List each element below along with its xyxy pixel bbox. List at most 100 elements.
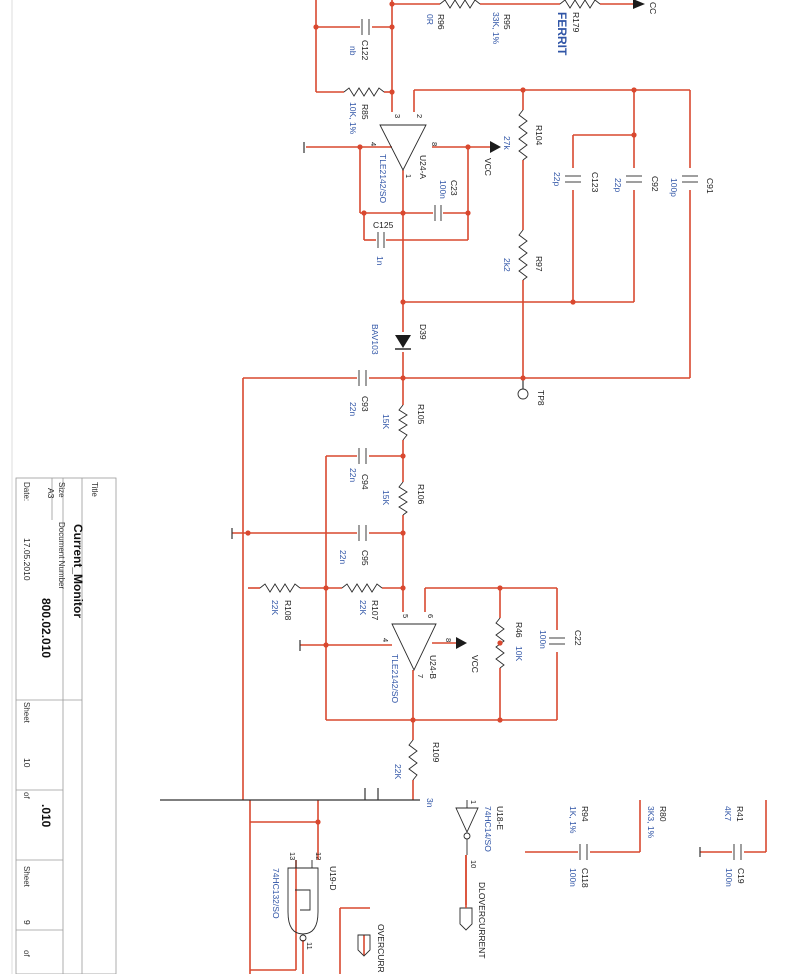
u18e-ref: U18-E: [495, 806, 505, 830]
size-label: Size: [57, 482, 66, 498]
c95-ref: C95: [360, 550, 370, 566]
c118-ref: C118: [580, 868, 590, 888]
capacitor-c22: [549, 637, 565, 645]
resistor-r179: [559, 0, 601, 9]
resistor-r85: [343, 87, 385, 97]
resistor-r108: [259, 583, 301, 593]
r95-ref: R95: [502, 14, 512, 30]
net-vcc-top: CC: [648, 2, 658, 14]
r97-value: 2k2: [502, 258, 512, 272]
vcc-arrow-u24b: [456, 637, 467, 649]
vcc-arrow-top: [633, 0, 645, 9]
date-label: Date:: [22, 482, 31, 501]
r104-value: 27k: [502, 136, 512, 150]
c93-value: 22n: [348, 402, 358, 416]
u24a-pin2: 2: [415, 114, 424, 118]
r106-value: 15K: [381, 490, 391, 505]
sheet-value-2: 9: [22, 920, 32, 925]
u19d-pin11: 11: [305, 942, 314, 950]
sheet-label: Sheet: [22, 702, 31, 724]
sheet-label-2: Sheet: [22, 866, 31, 888]
r105-ref: R105: [416, 404, 426, 425]
net-fragment: 3n: [425, 798, 435, 808]
c123-ref: C123: [590, 172, 600, 193]
u24a-ref: U24-A: [418, 155, 428, 179]
c22-ref: C22: [573, 630, 583, 646]
c93-ref: C93: [360, 396, 370, 412]
c92-value: 22p: [613, 178, 623, 192]
testpoint-tp8: [517, 388, 529, 400]
sheet-value: 10: [22, 758, 32, 768]
u24a-pin1: 1: [404, 174, 413, 178]
r85-value: 10K, 1%: [348, 102, 358, 135]
revision-value: .010: [39, 804, 53, 828]
tp8-ref: TP8: [536, 390, 546, 406]
u24a-pin4: 4: [369, 142, 378, 146]
r107-ref: R107: [370, 600, 380, 621]
c122-value: nb: [348, 46, 358, 56]
r80-ref: R80: [658, 806, 668, 822]
u18e-value: 74HC14/SO: [483, 806, 493, 852]
u18e-pin1: 1: [469, 800, 478, 804]
r85-ref: R85: [360, 104, 370, 120]
r106-ref: R106: [416, 484, 426, 505]
u24b-pin4: 4: [381, 638, 390, 642]
r179-ref: R179: [571, 12, 581, 33]
u24b-pin7: 7: [416, 674, 425, 678]
c94-value: 22n: [348, 468, 358, 482]
c91-ref: C91: [705, 178, 715, 194]
capacitor-c91: [682, 175, 698, 183]
capacitor-c93: [358, 370, 367, 386]
r41-value: 4K7: [723, 806, 733, 821]
d39-value: BAV103: [370, 324, 380, 355]
u24a-value: TLE2142/SO: [378, 154, 388, 204]
u24b-pin8: 8: [444, 638, 453, 642]
date-value: 17.05.2010: [22, 538, 32, 581]
u24b-pin5: 5: [401, 614, 410, 618]
inverter-u18e: [455, 800, 479, 855]
junctions: [245, 1, 637, 825]
c122-ref: C122: [360, 40, 370, 61]
u24a-pin3: 3: [393, 114, 402, 118]
of-label: of: [22, 792, 31, 799]
net-vcc-2: VCC: [470, 655, 480, 673]
r46-value: 10K: [514, 646, 524, 661]
u19d-pin13: 13: [288, 852, 297, 860]
c94-ref: C94: [360, 474, 370, 490]
doc-number-value: 800.02.010: [39, 598, 53, 658]
r108-ref: R108: [283, 600, 293, 621]
doc-number-label: Document Number: [57, 522, 66, 589]
labels: R179 FERRIT R95 33K, 1% R96 0R CC C122 n…: [270, 2, 746, 973]
resistor-r109: [408, 739, 418, 781]
capacitor-c95: [358, 525, 367, 541]
c92-ref: C92: [650, 176, 660, 192]
r95-value: 33K, 1%: [491, 12, 501, 45]
c125-value: 1n: [375, 256, 385, 266]
r109-value: 22K: [393, 764, 403, 779]
c118-value: 100n: [568, 868, 578, 887]
u19d-pin12: 12: [314, 852, 323, 860]
c19-value: 100n: [724, 868, 734, 887]
c23-value: 100n: [438, 180, 448, 199]
opamp-u24b: [391, 623, 437, 672]
c23-ref: C23: [449, 180, 459, 196]
capacitor-c125: [377, 232, 385, 248]
d39-ref: D39: [418, 324, 428, 340]
offpage-connector-dlovercurrent: [459, 907, 473, 931]
offpage-connector-overcurrent: [357, 934, 371, 957]
resistor-r107: [341, 583, 383, 593]
r105-value: 15K: [381, 414, 391, 429]
u24b-ref: U24-B: [428, 655, 438, 679]
title-block: Title Current_Monitor Size A3 Document N…: [15, 477, 117, 974]
r41-ref: R41: [735, 806, 745, 822]
capacitor-c23: [434, 205, 442, 221]
r179-value: FERRIT: [555, 12, 569, 56]
diode-d39: [395, 335, 411, 350]
resistor-r97: [518, 229, 528, 281]
u18e-pin10: 10: [469, 860, 478, 868]
resistor-r104: [518, 109, 528, 161]
u19d-value: 74HC132/SO: [271, 868, 281, 919]
title-value: Current_Monitor: [71, 524, 85, 618]
capacitors: [358, 19, 742, 860]
